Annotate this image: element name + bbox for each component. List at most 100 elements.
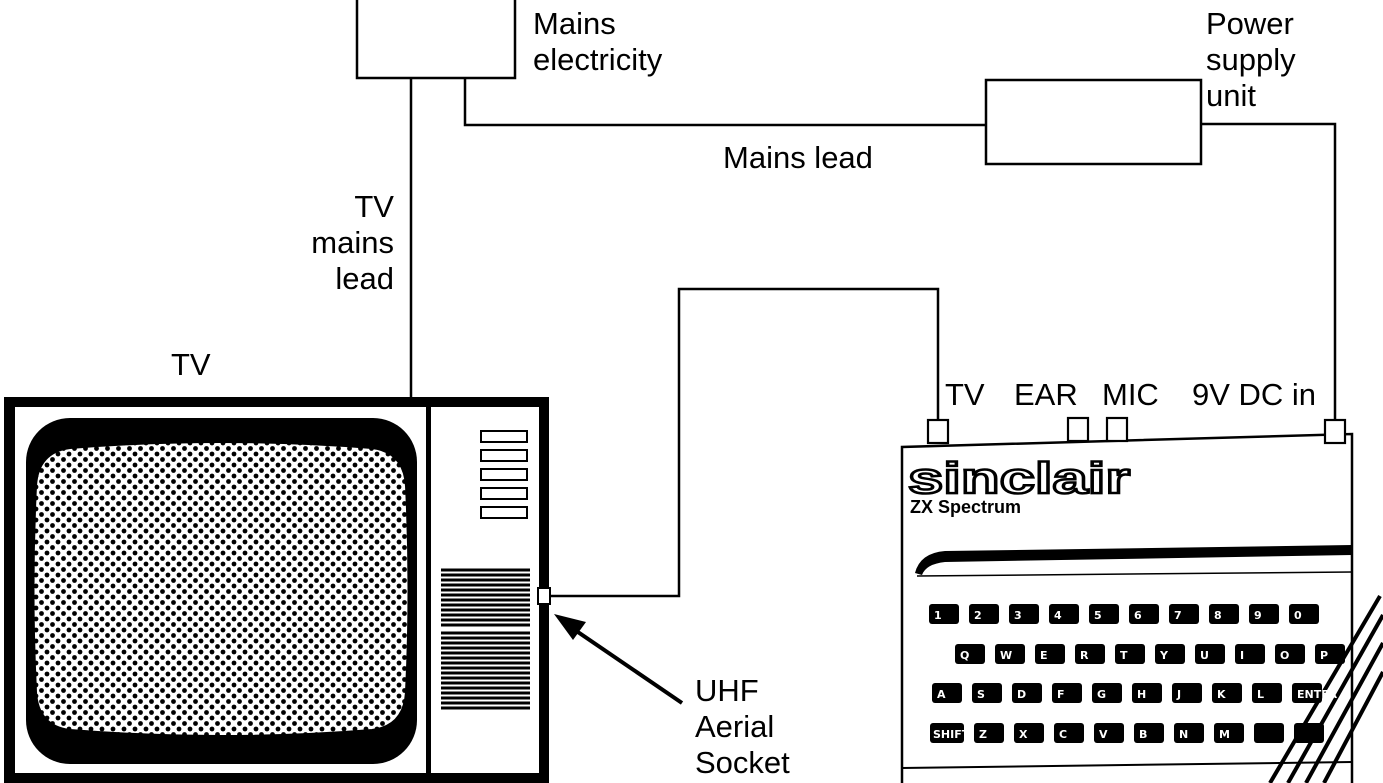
port-mic: [1105, 416, 1129, 443]
label-psu-line3: unit: [1206, 78, 1256, 113]
label-tv-mains-line3: lead: [335, 261, 394, 296]
key-0-6: [1169, 604, 1199, 624]
key-3-3: [1054, 723, 1084, 743]
dc-lead-wire: [1201, 122, 1337, 420]
key-3-6: [1174, 723, 1204, 743]
key-3-9: [1294, 723, 1324, 743]
key-label: G: [1097, 688, 1106, 701]
brand-logo: sinclair: [908, 454, 1130, 503]
key-2-6: [1172, 683, 1202, 703]
key-3-2: [1014, 723, 1044, 743]
key-label: V: [1099, 728, 1108, 741]
key-label: I: [1240, 649, 1244, 662]
key-label: 4: [1054, 609, 1062, 622]
key-label: S: [977, 688, 985, 701]
port-dc-in: [1323, 418, 1347, 445]
key-0-5: [1129, 604, 1159, 624]
label-port-ear: EAR: [1014, 377, 1078, 412]
key-0-2: [1009, 604, 1039, 624]
power-supply-icon: [984, 78, 1203, 166]
key-1-8: [1275, 644, 1305, 664]
label-port-dc-in: 9V DC in: [1192, 377, 1316, 412]
key-label: ENTER: [1297, 688, 1338, 701]
key-2-4: [1092, 683, 1122, 703]
key-label: 9: [1254, 609, 1262, 622]
key-label: M: [1219, 728, 1230, 741]
label-uhf-line1: UHF: [695, 673, 759, 708]
key-label: J: [1176, 688, 1181, 701]
key-label: 5: [1094, 609, 1102, 622]
label-port-mic: MIC: [1102, 377, 1159, 412]
key-label: F: [1057, 688, 1065, 701]
key-label: X: [1019, 728, 1028, 741]
key-label: C: [1059, 728, 1067, 741]
key-label: T: [1120, 649, 1128, 662]
key-1-1: [995, 644, 1025, 664]
key-0-3: [1049, 604, 1079, 624]
key-0-8: [1249, 604, 1279, 624]
key-label: W: [1000, 649, 1012, 662]
mains-lead-wire: [463, 78, 986, 127]
key-label: 8: [1214, 609, 1222, 622]
port-ear: [1066, 416, 1090, 443]
label-port-tv: TV: [945, 377, 985, 412]
key-label: E: [1040, 649, 1048, 662]
key-label: N: [1179, 728, 1188, 741]
key-label: B: [1139, 728, 1147, 741]
key-0-9: [1289, 604, 1319, 624]
label-tv: TV: [171, 347, 211, 382]
key-label: Y: [1159, 649, 1169, 662]
arrow-icon: [554, 614, 684, 705]
key-3-7: [1214, 723, 1244, 743]
model-name: ZX Spectrum: [910, 497, 1021, 517]
key-label: Q: [960, 649, 969, 662]
key-label: 2: [974, 609, 982, 622]
key-label: H: [1137, 688, 1146, 701]
key-3-8: [1254, 723, 1284, 743]
key-label: Z: [979, 728, 987, 741]
key-0-7: [1209, 604, 1239, 624]
key-2-9: [1292, 683, 1322, 703]
key-3-1: [974, 723, 1004, 743]
key-2-2: [1012, 683, 1042, 703]
label-uhf-line3: Socket: [695, 745, 790, 780]
key-label: 1: [934, 609, 942, 622]
key-label: 0: [1294, 609, 1302, 622]
key-label: A: [937, 688, 946, 701]
key-3-4: [1094, 723, 1124, 743]
key-0-4: [1089, 604, 1119, 624]
key-3-0: [930, 723, 964, 743]
label-uhf-line2: Aerial: [695, 709, 774, 744]
label-mains-lead: Mains lead: [723, 140, 873, 175]
key-2-3: [1052, 683, 1082, 703]
key-0-0: [929, 604, 959, 624]
key-1-7: [1235, 644, 1265, 664]
mains-socket-icon: [355, 0, 517, 80]
key-2-1: [972, 683, 1002, 703]
key-label: D: [1017, 688, 1026, 701]
key-2-0: [932, 683, 962, 703]
key-label: 3: [1014, 609, 1022, 622]
key-1-9: [1315, 644, 1345, 664]
key-label: SHIFT: [933, 728, 970, 741]
label-mains-line1: Mains: [533, 6, 616, 41]
key-2-7: [1212, 683, 1242, 703]
uhf-aerial-socket: [537, 587, 551, 605]
tv-icon: [4, 397, 549, 783]
key-1-4: [1115, 644, 1145, 664]
label-psu-line2: supply: [1206, 42, 1296, 77]
key-label: L: [1257, 688, 1264, 701]
key-3-5: [1134, 723, 1164, 743]
aerial-lead-wire: [548, 287, 940, 598]
key-1-6: [1195, 644, 1225, 664]
key-label: P: [1320, 649, 1328, 662]
label-tv-mains-line2: mains: [311, 225, 394, 260]
key-label: 7: [1174, 609, 1182, 622]
port-tv: [926, 418, 950, 445]
key-label: 6: [1134, 609, 1142, 622]
key-label: K: [1217, 688, 1226, 701]
key-label: U: [1200, 649, 1209, 662]
